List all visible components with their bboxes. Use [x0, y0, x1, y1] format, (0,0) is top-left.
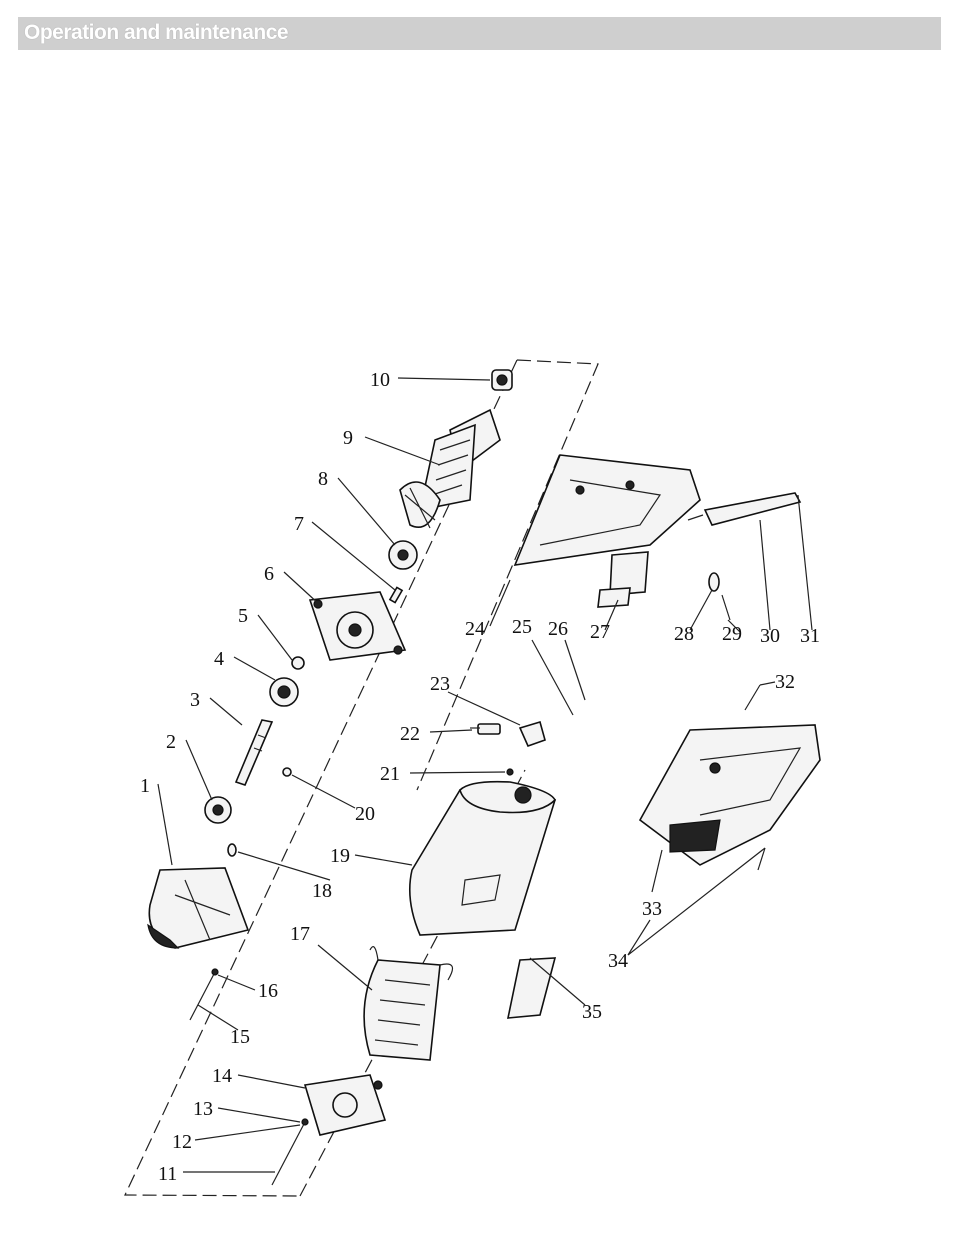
label-30: 30 [760, 625, 780, 647]
label-8: 8 [318, 468, 328, 490]
part-washer [283, 768, 291, 776]
label-25: 25 [512, 616, 532, 638]
part-handle-right [640, 725, 820, 865]
part-cord-guard [688, 493, 800, 620]
label-11: 11 [158, 1163, 177, 1185]
part-screw [272, 1122, 305, 1185]
label-20: 20 [355, 803, 375, 825]
label-32: 32 [775, 671, 795, 693]
part-spindle-bearing [205, 797, 231, 823]
assembly-outline [125, 360, 598, 1196]
part-spindle [236, 720, 272, 785]
part-switch [598, 552, 648, 607]
label-9: 9 [343, 427, 353, 449]
part-wheel-guard [148, 868, 248, 948]
label-24: 24 [465, 618, 485, 640]
part-small-bearing [292, 657, 304, 669]
part-carbon-brush [470, 724, 500, 734]
label-31: 31 [800, 625, 820, 647]
part-end-cover [305, 1075, 385, 1135]
label-1: 1 [140, 775, 150, 797]
label-12: 12 [172, 1131, 192, 1153]
part-stator [364, 947, 452, 1060]
label-7: 7 [294, 513, 304, 535]
label-14: 14 [212, 1065, 232, 1087]
label-6: 6 [264, 563, 274, 585]
label-4: 4 [214, 648, 224, 670]
label-16: 16 [258, 980, 278, 1002]
part-pin [228, 844, 236, 856]
part-gear-cover [310, 592, 405, 660]
part-nut [492, 370, 512, 390]
label-28: 28 [674, 623, 694, 645]
label-2: 2 [166, 731, 176, 753]
label-35: 35 [582, 1001, 602, 1023]
part-nameplate [508, 958, 555, 1018]
label-29: 29 [722, 623, 742, 645]
label-34: 34 [608, 950, 628, 972]
label-5: 5 [238, 605, 248, 627]
part-motor-housing [410, 782, 555, 935]
label-19: 19 [330, 845, 350, 867]
label-18: 18 [312, 880, 332, 902]
label-17: 17 [290, 923, 310, 945]
label-26: 26 [548, 618, 568, 640]
label-22: 22 [400, 723, 420, 745]
part-ball [507, 769, 513, 775]
label-13: 13 [193, 1098, 213, 1120]
label-3: 3 [190, 689, 200, 711]
part-handle-left [515, 455, 700, 565]
label-15: 15 [230, 1026, 250, 1048]
label-27: 27 [590, 621, 610, 643]
label-23: 23 [430, 673, 450, 695]
part-brush-holder [520, 722, 545, 746]
part-key [390, 587, 402, 602]
part-bearing [389, 541, 417, 569]
label-33: 33 [642, 898, 662, 920]
label-21: 21 [380, 763, 400, 785]
label-10: 10 [370, 369, 390, 391]
part-gear [270, 678, 298, 706]
part-screw-upper [745, 685, 760, 710]
part-armature [400, 410, 500, 528]
